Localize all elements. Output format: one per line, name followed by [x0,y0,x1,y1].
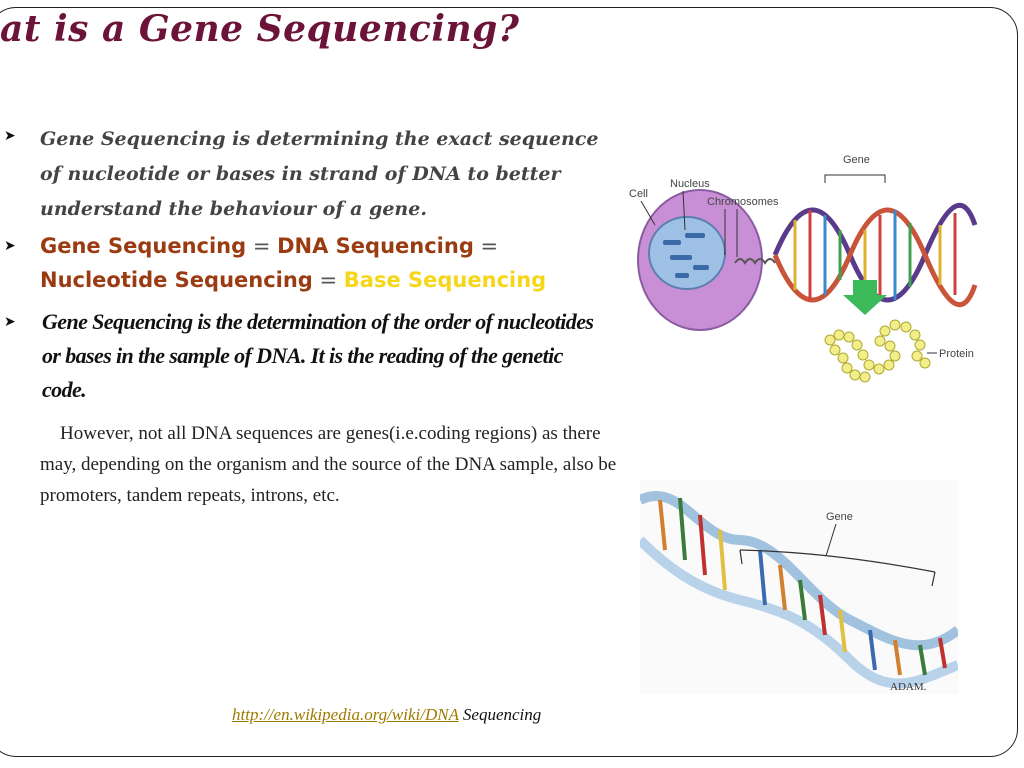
slide-frame [0,7,1018,757]
bullet-definition: Gene Sequencing is determining the exact… [40,128,599,220]
term-dna-sequencing: DNA Sequencing [277,234,474,258]
equals-sign: = [312,268,344,292]
gene-dna-figure: Gene ADAM. [640,480,958,694]
label-gene: Gene [843,154,870,166]
label-nucleus: Nucleus [670,178,710,190]
bullet-arrow-icon: ➤ [4,314,16,330]
term-base-sequencing: Base Sequencing [343,268,547,292]
bullet-arrow-icon: ➤ [4,238,16,254]
nucleus-shape [648,216,726,290]
dna-double-helix-drawing [640,490,958,689]
down-arrow-icon [843,280,887,315]
term-nucleotide-sequencing: Nucleotide Sequencing [40,268,313,292]
label-chromosomes: Chromosomes [707,196,779,208]
bullet-determination: Gene Sequencing is the determination of … [42,309,594,402]
paragraph-however: However, not all DNA sequences are genes… [40,418,630,511]
bullet-arrow-icon: ➤ [4,128,16,144]
slide-title: at is a Gene Sequencing? [0,8,520,50]
cell-chromosome-gene-protein-figure: Cell Nucleus Chromosomes Gene Protein [629,154,978,383]
label-gene-2: Gene [826,511,853,523]
term-gene-sequencing: Gene Sequencing [40,234,247,258]
equals-sign: = [246,234,278,258]
label-cell: Cell [629,188,648,200]
source-citation: http://en.wikipedia.org/wiki/DNA Sequenc… [232,705,541,725]
paragraph-however-text: However, not all DNA sequences are genes… [40,423,617,506]
label-protein: Protein [939,348,974,360]
source-link[interactable]: http://en.wikipedia.org/wiki/DNA [232,705,459,724]
adam-logo: ADAM. [890,681,927,693]
equals-sign: = [473,234,499,258]
bullet-synonyms: Gene Sequencing = DNA Sequencing = Nucle… [40,229,630,297]
protein-beads-drawing [824,319,931,383]
source-suffix: Sequencing [458,705,542,724]
